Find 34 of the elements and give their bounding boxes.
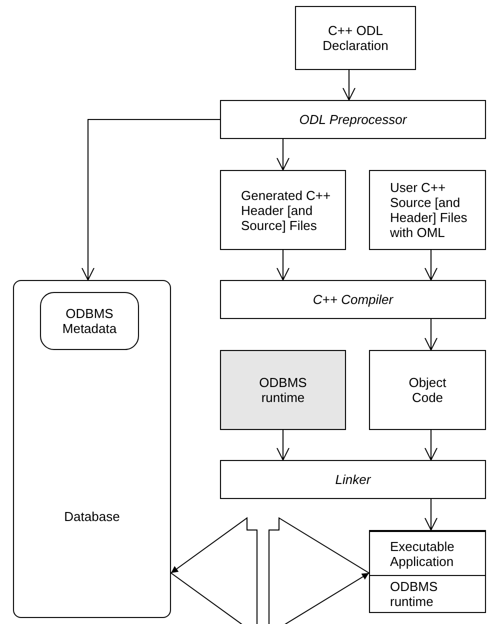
database-container bbox=[13, 280, 171, 618]
node-label: C++ Compiler bbox=[312, 292, 394, 307]
arrow bbox=[276, 250, 290, 280]
node-label: ODBMS Metadata bbox=[61, 306, 118, 336]
arrow bbox=[424, 430, 438, 460]
arrow bbox=[82, 119, 220, 280]
runtime-box bbox=[220, 350, 346, 430]
generated-files-box bbox=[220, 170, 346, 250]
double-block-arrow bbox=[170, 517, 370, 624]
arrow bbox=[276, 430, 290, 460]
declaration-box bbox=[295, 6, 416, 70]
compiler-box bbox=[220, 280, 486, 319]
node-label: Executable Application bbox=[389, 538, 456, 568]
user-files-box bbox=[369, 170, 486, 250]
metadata-box bbox=[40, 292, 139, 350]
node-label: Generated C++ Header [and Source] Files bbox=[240, 188, 332, 232]
node-label: Linker bbox=[335, 472, 371, 487]
arrow bbox=[424, 498, 438, 530]
node-label: Database bbox=[63, 509, 121, 524]
arrow bbox=[424, 250, 438, 280]
linker-box bbox=[220, 460, 486, 499]
node-label: C++ ODL Declaration bbox=[322, 23, 390, 53]
node-label: ODBMS runtime bbox=[389, 579, 439, 609]
executable-box bbox=[369, 530, 486, 576]
preprocessor-box bbox=[220, 100, 486, 139]
node-label: ODBMS runtime bbox=[258, 375, 308, 405]
arrow bbox=[342, 70, 356, 100]
node-label: Object Code bbox=[408, 375, 448, 405]
object-code-box bbox=[369, 350, 486, 430]
arrow bbox=[424, 318, 438, 350]
node-label: ODL Preprocessor bbox=[299, 112, 407, 127]
node-label: User C++ Source [and Header] Files with OML bbox=[389, 180, 468, 240]
arrow bbox=[276, 138, 290, 170]
runtime-box bbox=[369, 575, 486, 613]
